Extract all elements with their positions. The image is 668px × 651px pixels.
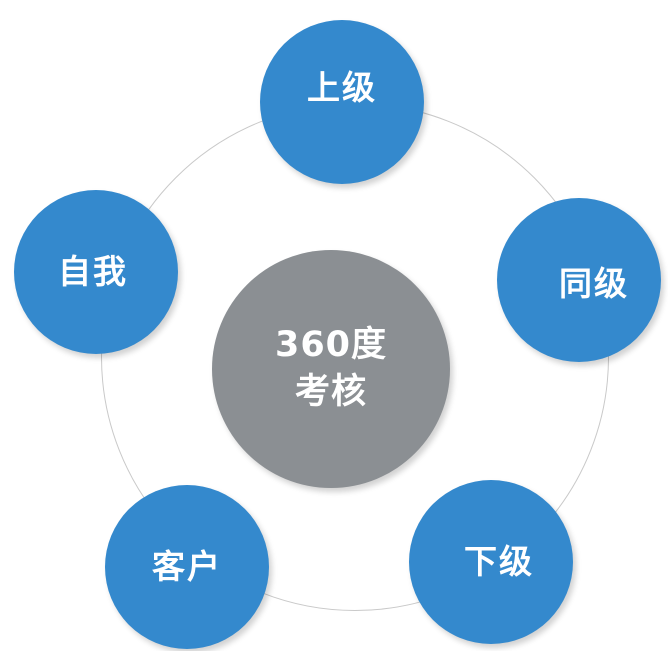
center-node: 360度 考核: [212, 250, 450, 488]
node-self-label: 自我: [58, 252, 128, 292]
node-subordinate: 下级: [409, 480, 573, 644]
node-superior-label: 上级: [307, 68, 377, 108]
node-peer: 同级: [497, 198, 661, 362]
node-self: 自我: [14, 190, 178, 354]
node-customer: 客户: [105, 485, 269, 649]
node-customer-label: 客户: [152, 547, 222, 587]
node-subordinate-label: 下级: [464, 542, 534, 582]
center-label-line1: 360度: [274, 324, 388, 365]
node-superior: 上级: [260, 20, 424, 184]
node-peer-label: 同级: [559, 264, 629, 304]
center-label-line2: 考核: [294, 372, 367, 412]
